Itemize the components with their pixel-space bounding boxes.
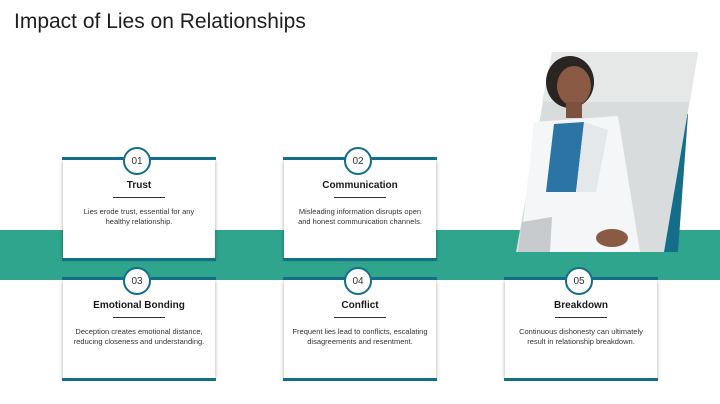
- card-title: Emotional Bonding: [93, 300, 185, 311]
- card-divider: [555, 317, 607, 318]
- slide-title: Impact of Lies on Relationships: [14, 10, 306, 33]
- card-breakdown: 05 Breakdown Continuous dishonesty can u…: [504, 267, 658, 381]
- card-text: Misleading information disrupts open and…: [298, 207, 422, 226]
- card-title: Communication: [322, 180, 398, 191]
- card-divider: [113, 197, 165, 198]
- card-number-badge: 03: [123, 267, 151, 295]
- card-number-badge: 05: [565, 267, 593, 295]
- person-photo-icon: [512, 52, 698, 252]
- card-number-badge: 01: [123, 147, 151, 175]
- card-number-badge: 02: [344, 147, 372, 175]
- card-emotional-bonding: 03 Emotional Bonding Deception creates e…: [62, 267, 216, 381]
- card-title: Trust: [126, 180, 152, 191]
- card-text: Continuous dishonesty can ultimately res…: [519, 327, 643, 346]
- card-title: Breakdown: [554, 300, 608, 311]
- card-number-badge: 04: [344, 267, 372, 295]
- card-divider: [334, 197, 386, 198]
- card-divider: [334, 317, 386, 318]
- card-text: Deception creates emotional distance, re…: [73, 327, 205, 346]
- card-conflict: 04 Conflict Frequent lies lead to confli…: [283, 267, 437, 381]
- card-text: Frequent lies lead to conflicts, escalat…: [292, 327, 428, 346]
- card-divider: [113, 317, 165, 318]
- card-trust: 01 Trust Lies erode trust, essential for…: [62, 147, 216, 261]
- card-communication: 02 Communication Misleading information …: [283, 147, 437, 261]
- card-text: Lies erode trust, essential for any heal…: [83, 207, 195, 226]
- card-title: Conflict: [341, 300, 379, 311]
